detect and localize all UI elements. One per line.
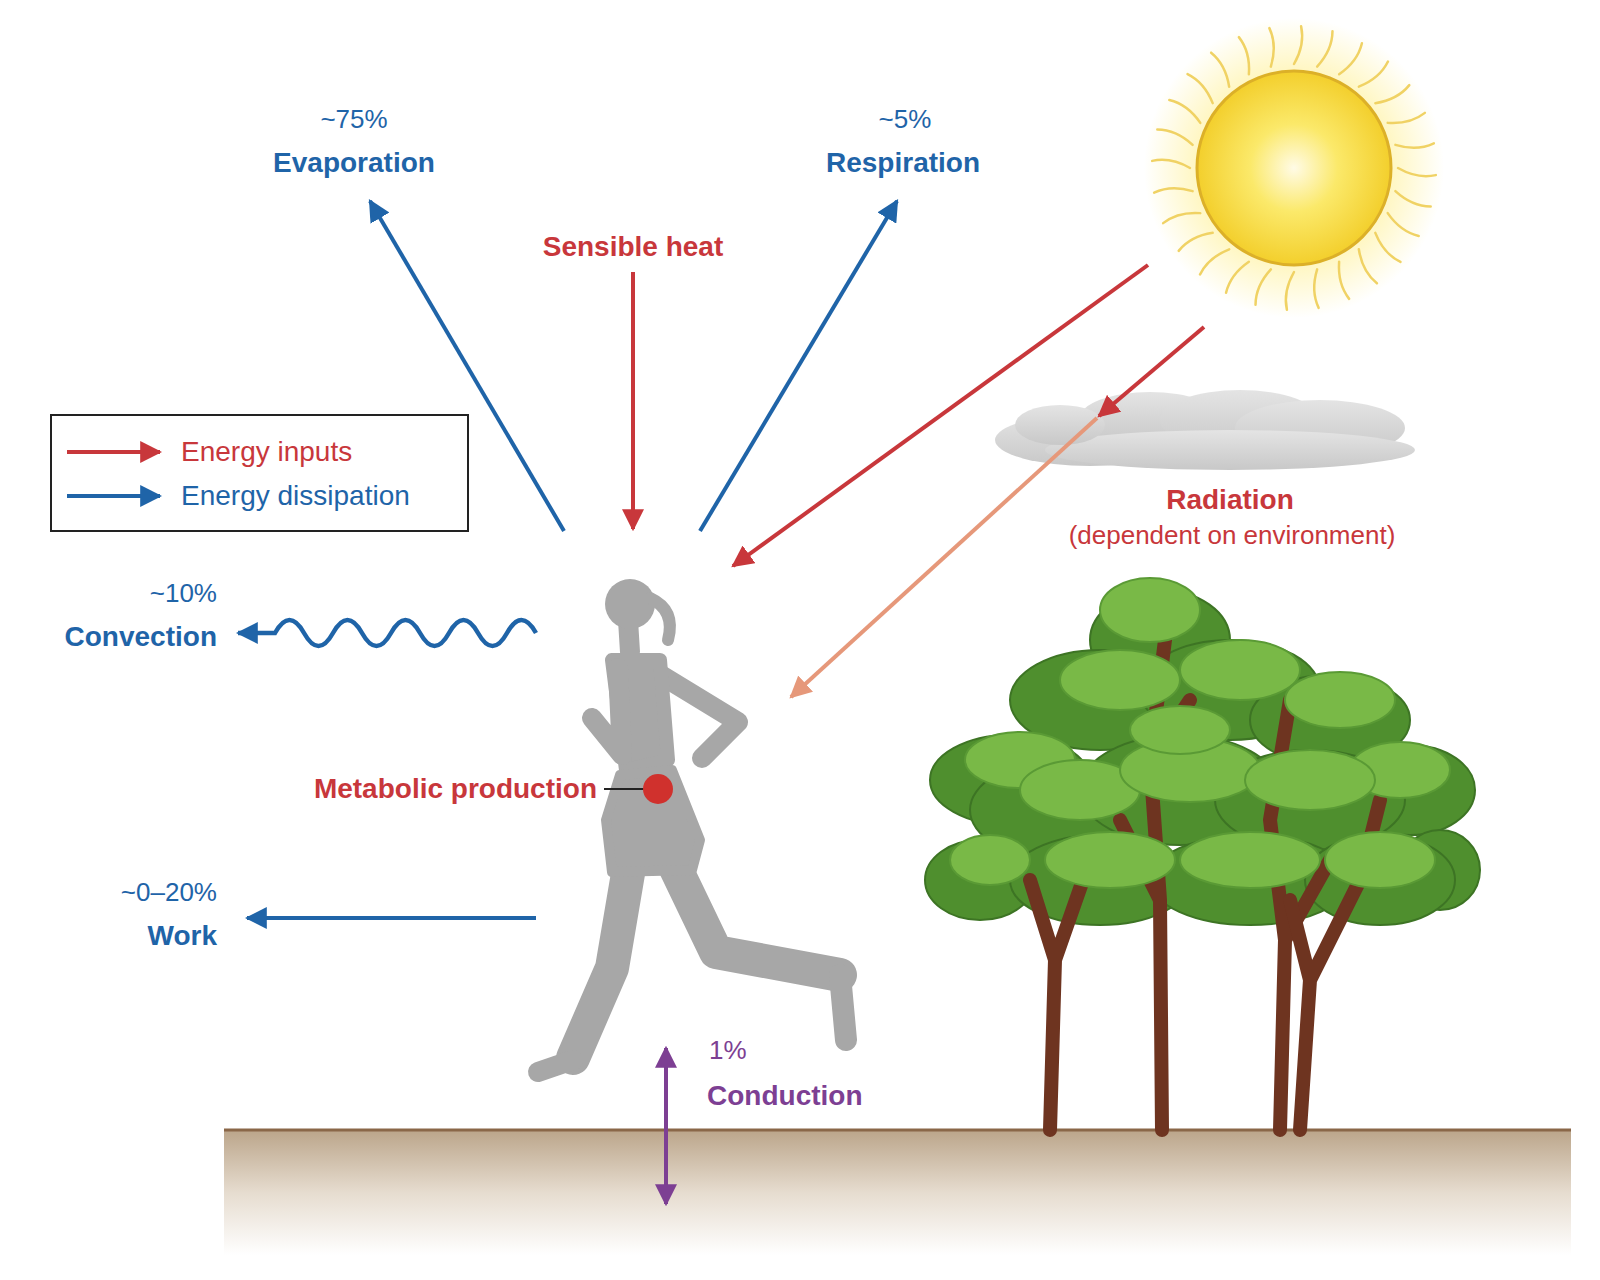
sun-ray: [1314, 269, 1318, 307]
legend-sample-input: [67, 450, 160, 454]
sensible-heat-arrow: [631, 272, 635, 529]
sun-ray: [1256, 269, 1271, 304]
pathway-label: Metabolic production: [314, 773, 597, 805]
sun-ray: [1294, 26, 1302, 64]
sun-ray: [1359, 249, 1377, 283]
work-arrow: [247, 916, 536, 920]
leader-line: [604, 788, 645, 790]
sun-ray: [1388, 213, 1419, 236]
pathway-label: Convection: [65, 621, 217, 653]
sun-ray: [1179, 233, 1213, 251]
sun-ray: [1375, 233, 1400, 262]
tree-leaves: [1130, 706, 1230, 754]
sun-ray: [1286, 272, 1294, 310]
percentage: ~0–20%: [121, 878, 217, 908]
percentage: ~5%: [879, 105, 932, 135]
pathway-label: Evaporation: [273, 147, 435, 179]
pathway-label: Radiation: [1166, 484, 1294, 516]
tree-leaves: [1180, 640, 1300, 700]
radiation-arrow: [1099, 327, 1204, 416]
sun-ray: [1388, 113, 1425, 123]
sun-ray: [1239, 37, 1249, 74]
tree-leaves: [1100, 578, 1200, 642]
sun-ray: [1395, 143, 1433, 147]
sun-ray: [1211, 53, 1229, 87]
legend-text: Energy inputs: [181, 436, 352, 468]
tree-leaves: [1060, 650, 1180, 710]
sun-ray: [1154, 188, 1192, 192]
metabolic-dot: [643, 774, 673, 804]
legend-text: Energy dissipation: [181, 480, 410, 512]
ground: [224, 1130, 1571, 1255]
legend-box: [51, 415, 468, 531]
percentage: 1%: [709, 1036, 747, 1066]
percentage: ~10%: [150, 579, 217, 609]
sun-ray: [1157, 130, 1192, 145]
sun-ray: [1339, 43, 1362, 74]
sun-ray: [1163, 213, 1200, 223]
convection-arrow: [238, 620, 536, 646]
legend-sample-dissipation: [67, 494, 160, 498]
runner: [538, 579, 846, 1072]
sun-ray: [1269, 28, 1273, 66]
sun-ray: [1317, 31, 1332, 66]
pathway-label: Work: [148, 920, 218, 952]
tree-leaves: [1045, 832, 1175, 888]
tree-leaves: [1285, 672, 1395, 728]
sun-ray: [1359, 62, 1388, 87]
ground-line: [224, 1129, 1571, 1132]
sun-ray: [1200, 249, 1229, 274]
sun-glow: [1144, 18, 1444, 318]
trees: [925, 578, 1480, 1130]
sun-ray: [1188, 74, 1213, 103]
respiration-arrow: [700, 201, 897, 531]
pathway-label: Sensible heat: [543, 231, 724, 263]
sun-rays: [1152, 26, 1436, 310]
radiation-arrow-diffuse: [791, 418, 1097, 697]
sun-ray: [1169, 100, 1200, 123]
tree-trunk: [1030, 860, 1090, 1130]
sun-ray: [1375, 85, 1409, 103]
pathway-label: Respiration: [826, 147, 980, 179]
sun-ray: [1226, 262, 1249, 293]
sun-ray: [1398, 168, 1436, 176]
sun-ray: [1152, 160, 1190, 168]
note: (dependent on environment): [1069, 521, 1396, 551]
cloud: [995, 390, 1415, 470]
sun-ray: [1339, 262, 1349, 299]
tree-leaves: [1180, 832, 1320, 888]
percentage: ~75%: [320, 105, 387, 135]
sun: [1197, 71, 1391, 265]
conduction-arrow: [664, 1048, 668, 1204]
tree-leaves: [950, 835, 1030, 885]
tree-leaves: [1325, 832, 1435, 888]
sun-ray: [1395, 191, 1430, 206]
tree-leaves: [1245, 750, 1375, 810]
pathway-label: Conduction: [707, 1080, 863, 1112]
